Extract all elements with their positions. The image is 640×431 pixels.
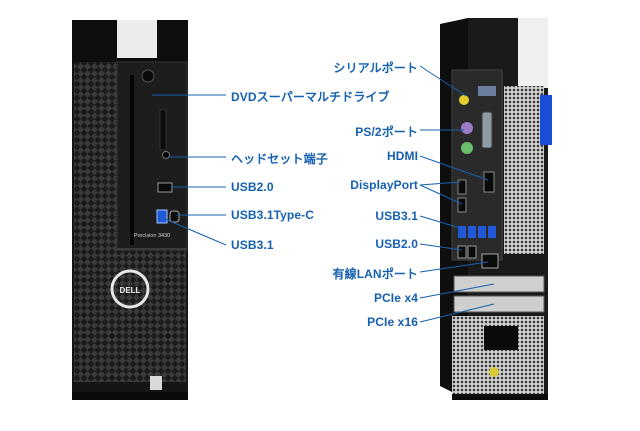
rear-usb31-port-4 (488, 226, 496, 238)
power-inlet-icon (484, 326, 518, 350)
label-serial-port: シリアルポート (333, 61, 418, 75)
label-front-usb31: USB3.1 (231, 238, 274, 252)
label-headset-jack: ヘッドセット端子 (231, 152, 328, 166)
leader-serial (419, 65, 467, 97)
lan-port (481, 253, 499, 269)
label-rear-usb20: USB2.0 (375, 237, 418, 251)
pcie-x4-slot-cover (453, 275, 545, 293)
intel-badge (150, 376, 162, 390)
leader-lan (419, 261, 489, 273)
leader-pcie16 (419, 303, 495, 323)
side-panel-latch (540, 95, 552, 145)
dell-logo-icon (110, 269, 150, 309)
rear-usb31-port-1 (458, 226, 466, 238)
label-rear-usb31: USB3.1 (375, 209, 418, 223)
leader-dp-2 (419, 184, 463, 205)
dell-logo-text: DELL (120, 286, 141, 295)
rear-usb31-port-3 (478, 226, 486, 238)
ps2-mouse-port (461, 142, 473, 154)
top-vent-highlight (117, 20, 157, 58)
leader-dp-1 (419, 181, 461, 186)
front-tower (72, 20, 188, 400)
label-displayport: DisplayPort (350, 178, 418, 192)
leader-pcie4 (419, 283, 495, 299)
model-text: Precision 3430 (134, 233, 170, 239)
label-dvd-drive: DVDスーパーマルチドライブ (231, 90, 390, 104)
audio-jack-icon (459, 95, 469, 105)
rear-usb20-port-2 (467, 245, 477, 259)
leader-hdmi (419, 155, 489, 181)
label-hdmi: HDMI (386, 149, 418, 163)
label-pcie-x16: PCIe x16 (367, 315, 418, 329)
rear-tower (440, 18, 552, 400)
hdmi-port (483, 171, 495, 193)
rear-usb20-port-1 (457, 245, 467, 259)
front-usb31-port (156, 209, 168, 224)
label-ps2-port: PS/2ポート (355, 125, 418, 139)
label-front-usb20: USB2.0 (231, 180, 274, 194)
front-usbc-port (169, 210, 180, 223)
headset-jack-icon (162, 151, 170, 159)
dvd-slot (130, 75, 134, 245)
label-sticker (478, 86, 496, 96)
label-pcie-x4: PCIe x4 (373, 291, 418, 305)
ps2-keyboard-port (461, 122, 473, 134)
callout-leader-lines (152, 65, 495, 323)
displayport-1 (457, 179, 467, 195)
label-lan-port: 有線LANポート (332, 267, 418, 281)
serial-port (481, 111, 493, 149)
power-button-icon (141, 69, 155, 83)
leader-front-usb31 (164, 218, 227, 246)
leader-rear-usb31 (419, 215, 461, 229)
pcie-x16-slot-cover (453, 295, 545, 313)
rear-usb31-port-2 (468, 226, 476, 238)
front-usb20-port (157, 182, 173, 193)
rear-vent-mesh (504, 86, 544, 254)
displayport-2 (457, 197, 467, 213)
label-front-usbc: USB3.1Type-C (231, 208, 314, 222)
eject-button (159, 109, 167, 151)
leader-rear-usb20 (419, 243, 463, 251)
